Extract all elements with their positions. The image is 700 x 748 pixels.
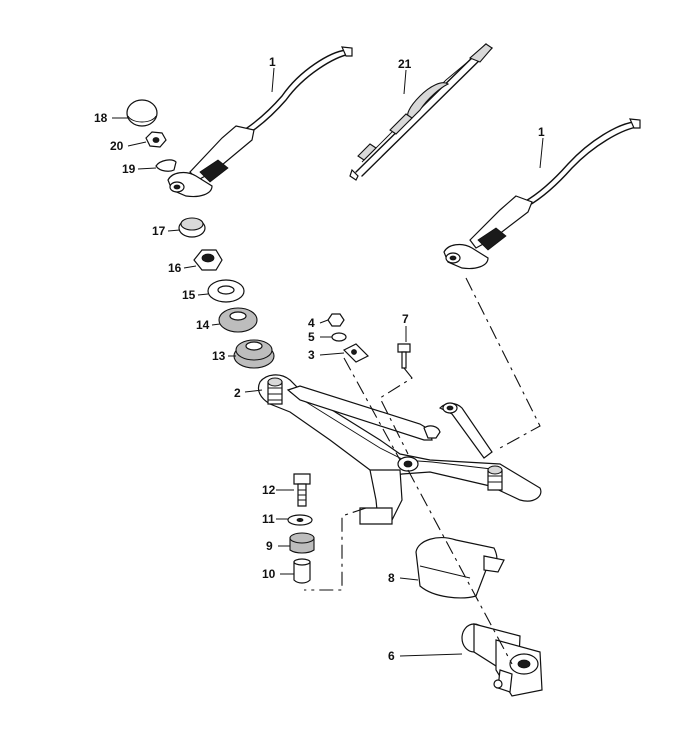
washer-11 <box>287 514 313 526</box>
callout-labels: 1 1 2 3 4 5 6 7 8 9 10 11 12 13 14 15 16… <box>94 55 545 663</box>
linkage-frame <box>257 374 542 525</box>
callout-19: 19 <box>122 162 136 176</box>
callout-12: 12 <box>262 483 276 497</box>
callout-13: 13 <box>212 349 226 363</box>
wiper-arm-right <box>443 118 641 270</box>
bolt-12 <box>293 473 311 507</box>
callout-6: 6 <box>388 649 395 663</box>
grommet-13 <box>233 339 275 369</box>
spacer-10 <box>293 558 311 584</box>
callout-21: 21 <box>398 57 412 71</box>
nut-16 <box>193 249 223 271</box>
callout-10: 10 <box>262 567 276 581</box>
wiper-motor-6 <box>461 623 543 697</box>
callout-15: 15 <box>182 288 196 302</box>
callout-5: 5 <box>308 330 315 344</box>
bushing-9 <box>289 532 315 554</box>
cap-18 <box>126 99 158 127</box>
callout-1-right: 1 <box>538 125 545 139</box>
callout-1-left: 1 <box>269 55 276 69</box>
callout-2: 2 <box>234 386 241 400</box>
callout-11: 11 <box>262 512 275 526</box>
callout-18: 18 <box>94 111 108 125</box>
bolt-7 <box>397 343 411 369</box>
callout-9: 9 <box>266 539 273 553</box>
washer-19 <box>155 159 177 172</box>
seal-14 <box>218 307 258 333</box>
callout-16: 16 <box>168 261 182 275</box>
callout-14: 14 <box>196 318 210 332</box>
nut-4 <box>327 313 345 327</box>
wiper-blade <box>349 43 493 181</box>
callout-4: 4 <box>308 316 315 330</box>
callout-17: 17 <box>152 224 166 238</box>
washer-5 <box>331 332 347 342</box>
nut-20 <box>145 131 167 148</box>
bracket-3 <box>342 343 370 363</box>
bushing-17 <box>178 217 206 238</box>
callout-20: 20 <box>110 139 124 153</box>
leader-lines <box>112 67 544 657</box>
callout-8: 8 <box>388 571 395 585</box>
wiper-arm-left <box>167 46 353 198</box>
callout-3: 3 <box>308 348 315 362</box>
callout-7: 7 <box>402 312 409 326</box>
washer-15 <box>207 279 245 303</box>
motor-cover-8 <box>415 537 505 599</box>
assembly-lines <box>304 277 541 665</box>
